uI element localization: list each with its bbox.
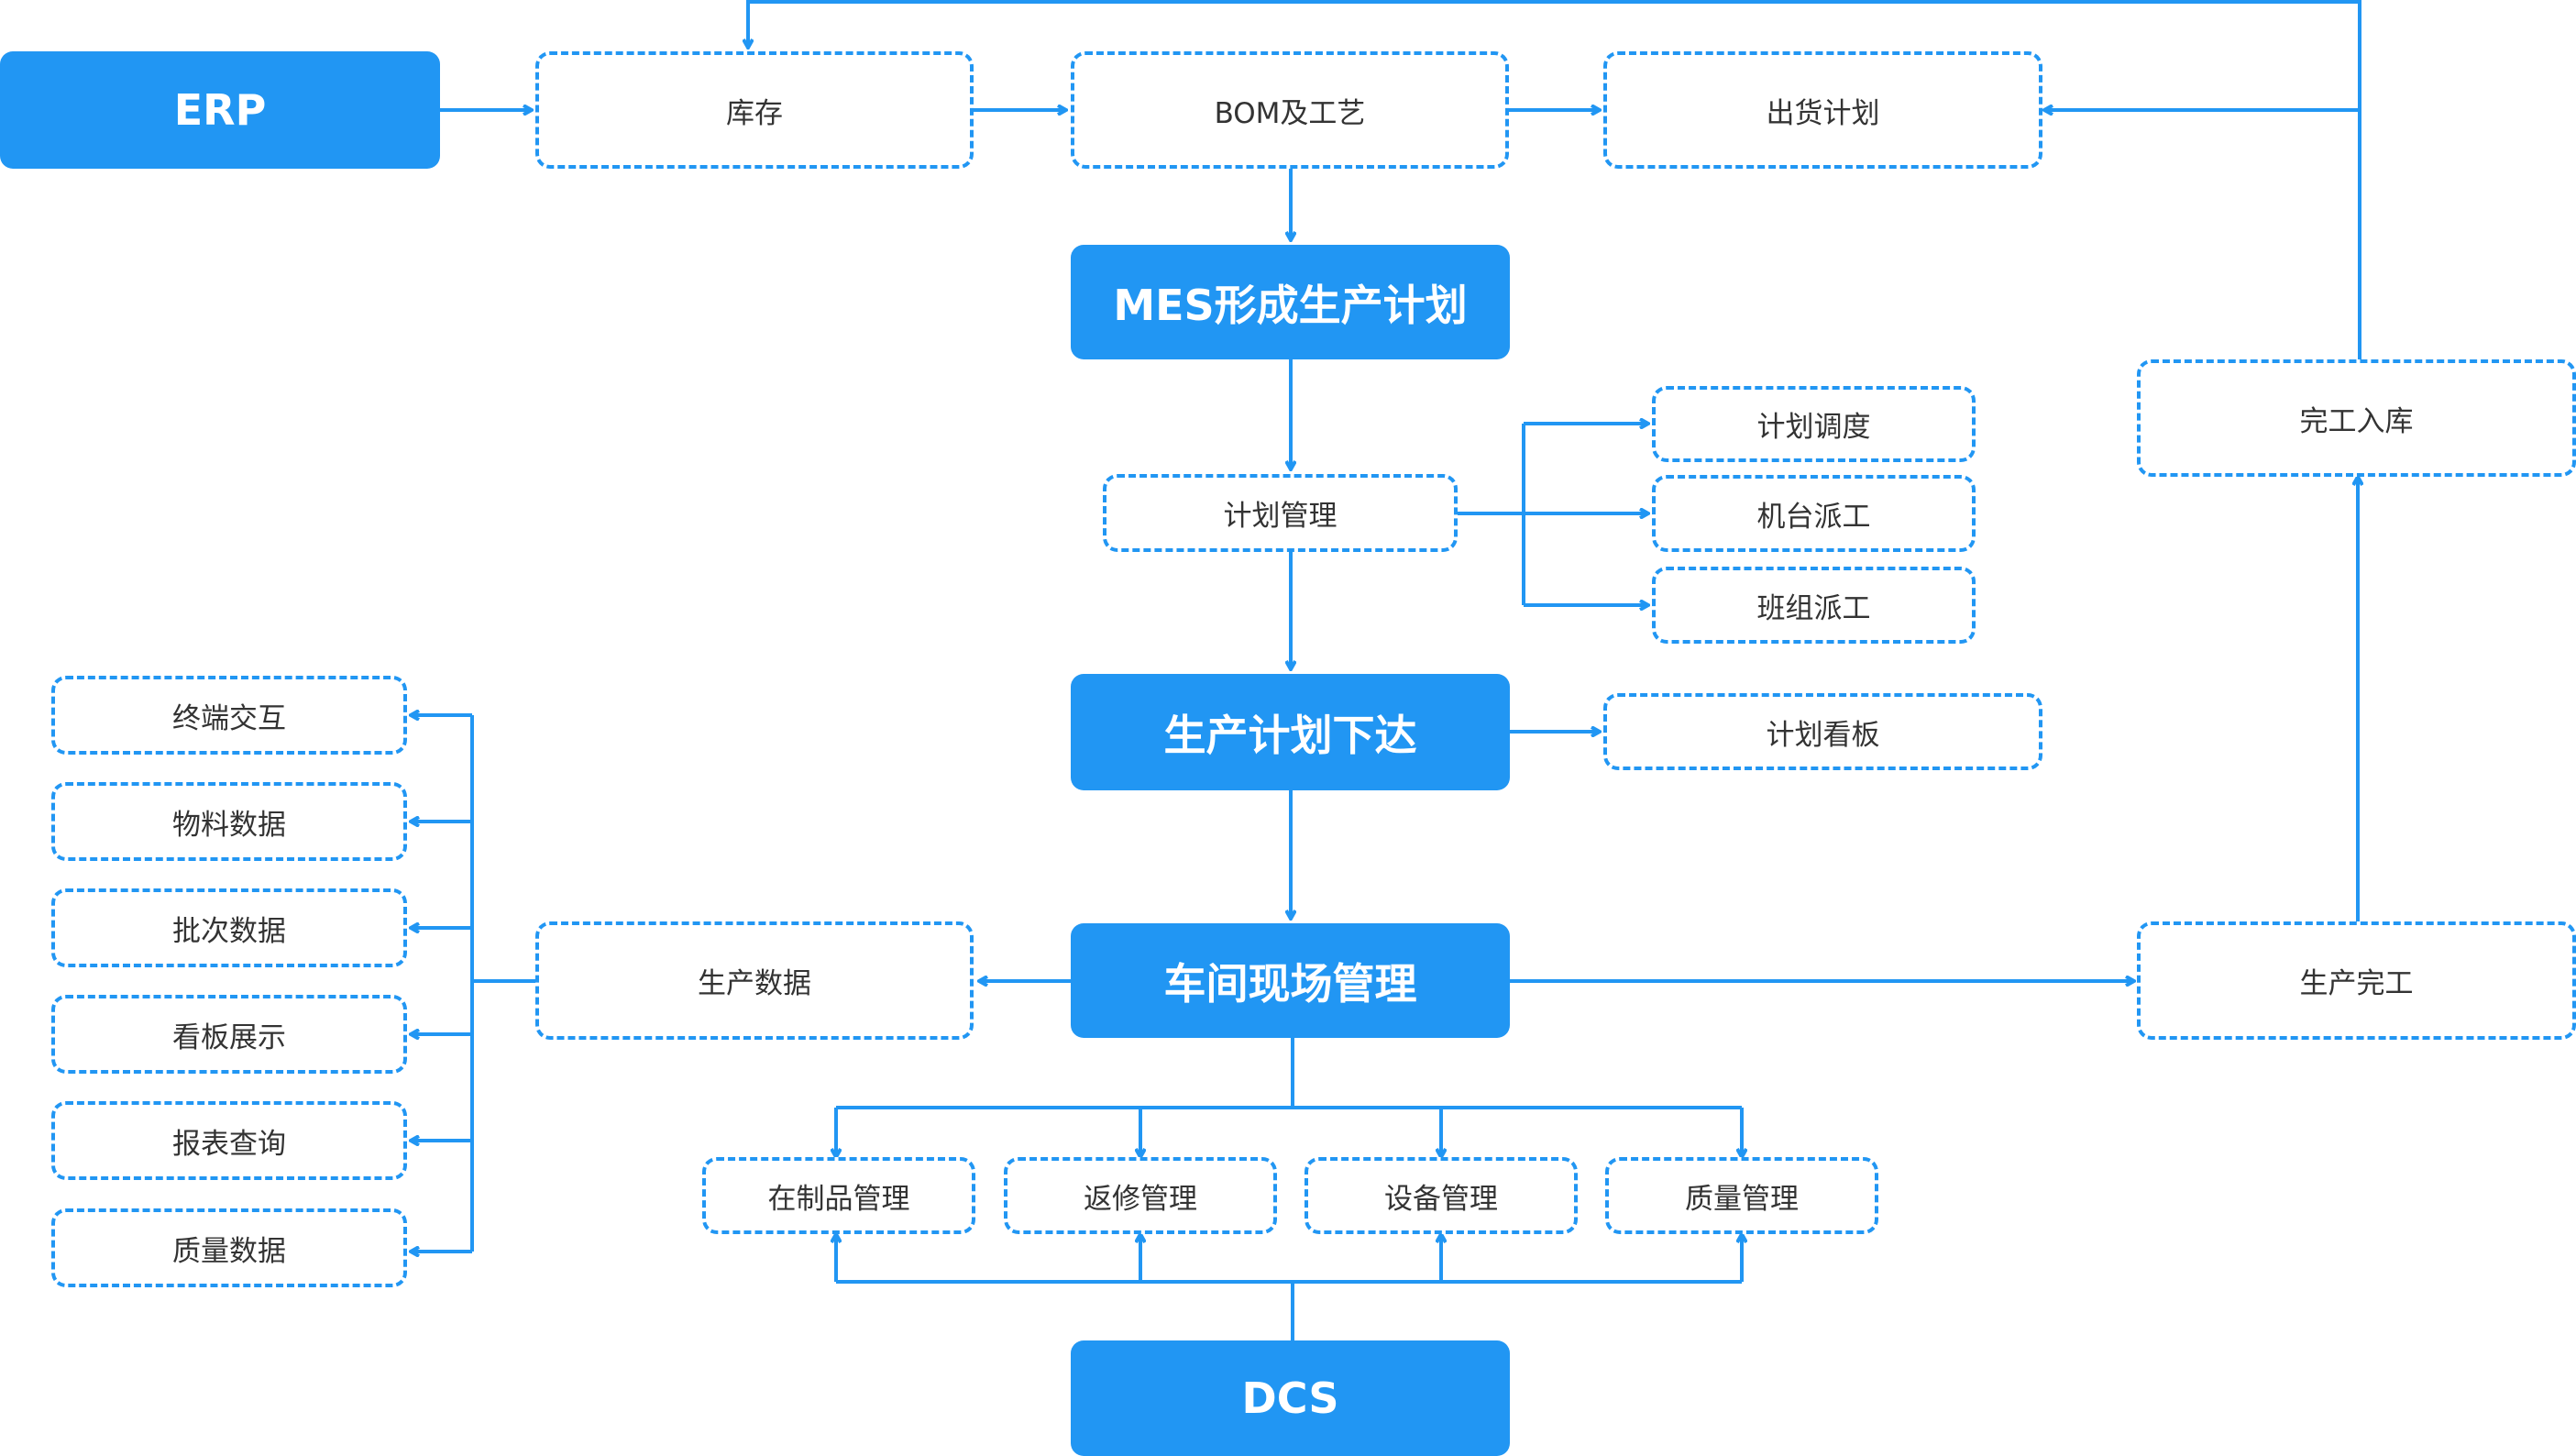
- team-dispatch-node[interactable]: 班组派工: [1652, 567, 1976, 644]
- bom-label: BOM及工艺: [1214, 96, 1366, 130]
- kanban-node[interactable]: 看板展示: [51, 995, 407, 1074]
- inventory-label: 库存: [726, 96, 783, 130]
- inventory-node[interactable]: 库存: [535, 51, 974, 169]
- scheduling-node[interactable]: 计划调度: [1652, 386, 1976, 462]
- terminal-node[interactable]: 终端交互: [51, 676, 407, 755]
- dcs-node[interactable]: DCS: [1071, 1340, 1510, 1456]
- scheduling-label: 计划调度: [1756, 411, 1871, 444]
- plan-board-label: 计划看板: [1766, 718, 1880, 752]
- plan-mgmt-node[interactable]: 计划管理: [1103, 474, 1458, 552]
- prod-data-node[interactable]: 生产数据: [535, 921, 974, 1040]
- kanban-label: 看板展示: [172, 1020, 286, 1054]
- mes-plan-label: MES形成生产计划: [1113, 280, 1468, 330]
- wip-label: 在制品管理: [767, 1182, 910, 1216]
- terminal-label: 终端交互: [172, 701, 286, 735]
- done-label: 生产完工: [2299, 967, 2414, 1000]
- done-node[interactable]: 生产完工: [2137, 921, 2576, 1040]
- workshop-node[interactable]: 车间现场管理: [1071, 923, 1510, 1038]
- shipping-label: 出货计划: [1766, 96, 1880, 130]
- quality-data-node[interactable]: 质量数据: [51, 1208, 407, 1287]
- team-dispatch-label: 班组派工: [1756, 591, 1871, 625]
- repair-label: 返修管理: [1084, 1182, 1197, 1216]
- dcs-label: DCS: [1241, 1373, 1339, 1423]
- shipping-node[interactable]: 出货计划: [1603, 51, 2042, 169]
- material-label: 物料数据: [172, 808, 286, 842]
- plan-issue-label: 生产计划下达: [1163, 710, 1417, 760]
- quality-mgmt-node[interactable]: 质量管理: [1605, 1157, 1878, 1234]
- repair-node[interactable]: 返修管理: [1004, 1157, 1277, 1234]
- report-label: 报表查询: [172, 1127, 286, 1161]
- machine-dispatch-node[interactable]: 机台派工: [1652, 475, 1976, 552]
- workshop-label: 车间现场管理: [1163, 958, 1417, 1009]
- plan-issue-node[interactable]: 生产计划下达: [1071, 674, 1510, 790]
- wip-node[interactable]: 在制品管理: [702, 1157, 975, 1234]
- warehouse-label: 完工入库: [2299, 404, 2414, 438]
- warehouse-node[interactable]: 完工入库: [2137, 359, 2576, 477]
- bom-node[interactable]: BOM及工艺: [1071, 51, 1509, 169]
- mes-plan-node[interactable]: MES形成生产计划: [1071, 245, 1510, 359]
- erp-node[interactable]: ERP: [0, 51, 440, 169]
- erp-label: ERP: [173, 85, 267, 135]
- plan-mgmt-label: 计划管理: [1223, 500, 1338, 533]
- plan-board-node[interactable]: 计划看板: [1603, 693, 2042, 770]
- report-node[interactable]: 报表查询: [51, 1101, 407, 1180]
- loop-warehouse-to-inventory: [748, 0, 2361, 359]
- material-node[interactable]: 物料数据: [51, 782, 407, 861]
- quality-data-label: 质量数据: [172, 1234, 286, 1268]
- prod-data-label: 生产数据: [698, 967, 811, 1000]
- batch-label: 批次数据: [172, 914, 286, 948]
- batch-node[interactable]: 批次数据: [51, 888, 407, 967]
- quality-mgmt-label: 质量管理: [1685, 1182, 1799, 1216]
- equipment-node[interactable]: 设备管理: [1305, 1157, 1578, 1234]
- equipment-label: 设备管理: [1384, 1182, 1498, 1216]
- machine-dispatch-label: 机台派工: [1756, 500, 1871, 534]
